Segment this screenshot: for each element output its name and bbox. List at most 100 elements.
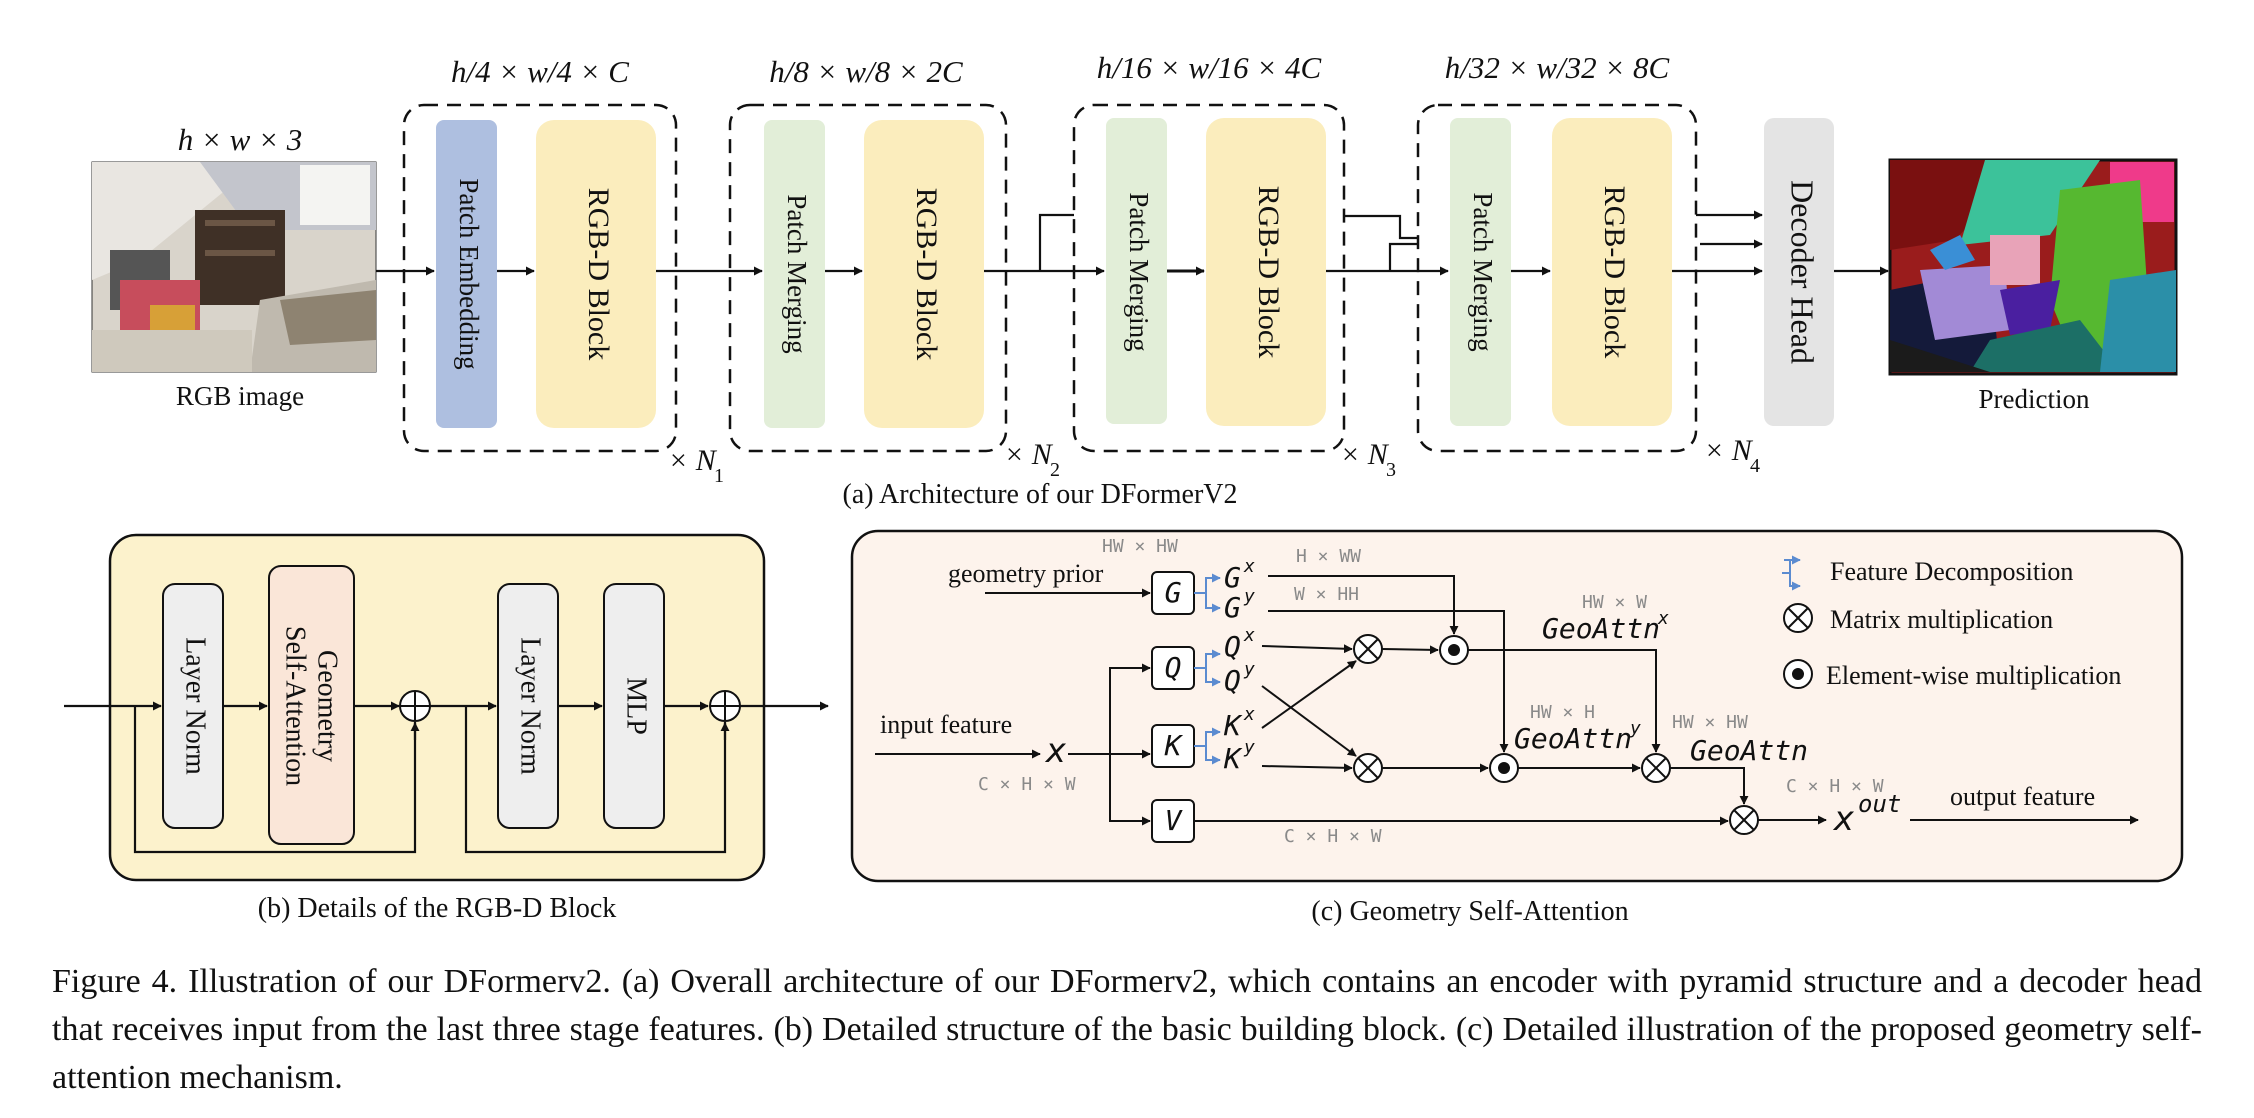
- matmul-legend-icon: [1783, 603, 1813, 633]
- svg-text:GeoAttn: GeoAttn: [1542, 612, 1660, 645]
- architecture-connectors: [376, 210, 1889, 276]
- svg-text:y: y: [1243, 659, 1255, 680]
- dim-hw-hw2-label: HW × HW: [1672, 712, 1748, 733]
- residual-add-1-icon: [399, 690, 431, 722]
- gy-symbol: G y: [1224, 586, 1255, 624]
- svg-text:x: x: [1243, 704, 1255, 725]
- svg-text:GeoAttn: GeoAttn: [1514, 722, 1632, 755]
- layer-norm-1-label: Layer Norm: [180, 637, 211, 775]
- svg-text:Geometry: Geometry: [312, 650, 343, 762]
- prediction-label: Prediction: [1979, 384, 2090, 414]
- svg-text:out: out: [1858, 790, 1901, 818]
- elementwise-y-icon: [1489, 753, 1519, 783]
- x-out-symbol: x out: [1832, 790, 1901, 839]
- svg-text:× N: × N: [1004, 438, 1054, 471]
- input-feature-label: input feature: [880, 710, 1012, 739]
- legend-matmul: Matrix multiplication: [1783, 603, 2053, 634]
- ky-symbol: K y: [1223, 737, 1255, 775]
- svg-text:Element-wise multiplication: Element-wise multiplication: [1826, 661, 2121, 690]
- dim-chw-v: C × H × W: [1284, 826, 1382, 847]
- stage-4-repeat: × N 4: [1704, 434, 1760, 477]
- stage-4-patch-merging-block: [1450, 118, 1511, 426]
- stage-3-rgbd-label: RGB-D Block: [1252, 186, 1285, 359]
- svg-text:3: 3: [1386, 459, 1396, 481]
- stage-3-rgbd-block: [1206, 118, 1326, 426]
- stage-2-rgbd-block: [864, 120, 984, 428]
- geo-attention-panel: geometry prior HW × HW G Q K V G x G y: [850, 529, 2184, 927]
- svg-text:y: y: [1243, 586, 1255, 607]
- stage-1-rgbd-label: RGB-D Block: [582, 188, 615, 361]
- svg-text:× N: × N: [1704, 434, 1754, 467]
- decoder-head-label: Decoder Head: [1785, 180, 1821, 364]
- svg-text:Feature Decomposition: Feature Decomposition: [1830, 557, 2073, 586]
- stage-2-dim: h/8 × w/8 × 2C: [769, 54, 963, 89]
- geo-attention-background: [850, 529, 2184, 883]
- stage-1-dim: h/4 × w/4 × C: [451, 54, 629, 89]
- input-image-label: RGB image: [176, 381, 304, 411]
- svg-text:Q: Q: [1224, 664, 1241, 697]
- svg-text:x: x: [1243, 556, 1255, 577]
- svg-text:1: 1: [714, 465, 724, 487]
- stage-2-patch-merging-block: [764, 120, 825, 428]
- geo-attention-caption: (c) Geometry Self-Attention: [1311, 896, 1628, 927]
- stage-2-repeat: × N 2: [1004, 438, 1060, 481]
- decomposition-icon: [1782, 555, 1801, 591]
- q-box-label: Q: [1165, 651, 1182, 684]
- architecture-panel: h × w × 3 RGB image h/4 × w/4 × C Patch …: [91, 50, 2178, 510]
- geo-attention-connectors: [875, 575, 2139, 826]
- rgbd-block-caption: (b) Details of the RGB-D Block: [258, 893, 617, 924]
- gx-symbol: G x: [1224, 556, 1255, 594]
- geoattn-x-label: GeoAttn x: [1542, 608, 1669, 645]
- stage-2-frame: [728, 103, 1008, 453]
- matmul-y-icon: [1353, 753, 1383, 783]
- stage-3-patch-merging-block: [1106, 118, 1167, 424]
- patch-embedding-block: [436, 120, 497, 428]
- svg-text:G: G: [1224, 561, 1241, 594]
- legend-decomposition: Feature Decomposition: [1782, 555, 2073, 591]
- matmul-combine-icon: [1641, 753, 1671, 783]
- dformer-figure: h × w × 3 RGB image h/4 × w/4 × C Patch …: [64, 50, 2184, 927]
- elementwise-legend-icon: [1783, 659, 1813, 689]
- prediction-image: [1888, 158, 2178, 376]
- matmul-x-icon: [1353, 634, 1383, 664]
- svg-text:y: y: [1243, 737, 1255, 758]
- k-box-label: K: [1164, 729, 1184, 762]
- stage-4-rgbd-block: [1552, 118, 1672, 426]
- stage-1-frame: [402, 103, 678, 453]
- dim-whh-label: W × HH: [1294, 584, 1359, 605]
- svg-text:x: x: [1657, 608, 1669, 629]
- decoder-head-block: [1764, 118, 1834, 426]
- geoattn-y-label: GeoAttn y: [1514, 718, 1641, 755]
- v-box-label: V: [1165, 804, 1184, 837]
- svg-text:K: K: [1223, 742, 1243, 775]
- kx-symbol: K x: [1223, 704, 1255, 742]
- rgbd-block-panel: Layer Norm Geometry Self-Attention Layer…: [64, 533, 829, 924]
- stage-2-patch-merging-label: Patch Merging: [782, 194, 812, 353]
- stage-1-rgbd-block: [536, 120, 656, 428]
- svg-text:x: x: [1832, 799, 1855, 839]
- stage-3-dim: h/16 × w/16 × 4C: [1097, 50, 1322, 85]
- rgb-image: [91, 161, 377, 373]
- dim-hww-label: H × WW: [1296, 546, 1361, 567]
- stage-3-repeat: × N 3: [1340, 438, 1396, 481]
- feature-decomposition-arrows: [1194, 573, 1221, 765]
- stage-4-rgbd-label: RGB-D Block: [1598, 186, 1631, 359]
- svg-text:y: y: [1629, 718, 1641, 739]
- rgbd-block-connectors: [64, 701, 829, 854]
- svg-text:× N: × N: [1340, 438, 1390, 471]
- geoattn-label: GeoAttn: [1690, 734, 1808, 767]
- figure-caption: Figure 4. Illustration of our DFormerv2.…: [52, 963, 2202, 1096]
- stage-2-rgbd-label: RGB-D Block: [910, 188, 943, 361]
- output-feature-label: output feature: [1950, 782, 2095, 811]
- stage-3-frame: [1072, 103, 1346, 453]
- svg-text:x: x: [1243, 625, 1255, 646]
- residual-add-2-icon: [709, 690, 741, 722]
- svg-text:G: G: [1224, 591, 1241, 624]
- patch-embedding-label: Patch Embedding: [454, 178, 484, 369]
- matmul-output-icon: [1729, 805, 1759, 835]
- legend-elementwise: Element-wise multiplication: [1783, 659, 2121, 690]
- layer-norm-2-label: Layer Norm: [515, 637, 546, 775]
- svg-text:2: 2: [1050, 459, 1060, 481]
- dim-hwhw-label: HW × HW: [1102, 536, 1178, 557]
- input-dim-label: h × w × 3: [178, 122, 303, 157]
